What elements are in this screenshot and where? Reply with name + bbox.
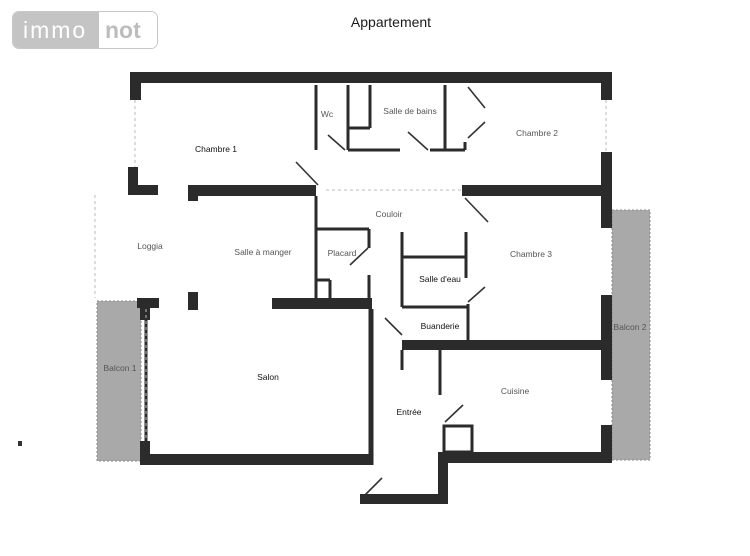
- balcony-1-area: [96, 300, 142, 462]
- room-label-couloir: Couloir: [375, 209, 403, 219]
- room-label-wc: Wc: [320, 109, 334, 119]
- room-label-loggia: Loggia: [137, 241, 163, 251]
- room-label-salle-a-manger: Salle à manger: [234, 247, 292, 257]
- room-label-salle-d-eau: Salle d'eau: [419, 274, 461, 284]
- room-label-salle-de-bains: Salle de bains: [383, 106, 437, 116]
- room-label-buanderie: Buanderie: [420, 321, 460, 331]
- door-swings: [295, 86, 489, 496]
- balcony-2-area: [611, 209, 651, 461]
- thin-walls: [144, 85, 474, 465]
- windows: [94, 100, 607, 441]
- immonot-logo: immo not: [12, 11, 158, 49]
- room-label-chambre-1: Chambre 1: [194, 144, 238, 154]
- room-label-entree: Entrée: [396, 407, 422, 417]
- plan-title: Appartement: [350, 14, 432, 30]
- room-label-chambre-2: Chambre 2: [515, 128, 559, 138]
- room-label-salon: Salon: [257, 372, 279, 382]
- room-label-cuisine: Cuisine: [500, 386, 530, 396]
- thick-walls: [128, 72, 612, 504]
- room-label-chambre-3: Chambre 3: [509, 249, 553, 259]
- logo-part-immo: immo: [13, 12, 99, 48]
- room-label-balcon-2: Balcon 2: [613, 322, 647, 332]
- logo-part-not: not: [99, 12, 157, 48]
- stray-mark: [18, 441, 22, 446]
- room-label-placard: Placard: [327, 248, 357, 258]
- room-label-balcon-1: Balcon 1: [103, 363, 137, 373]
